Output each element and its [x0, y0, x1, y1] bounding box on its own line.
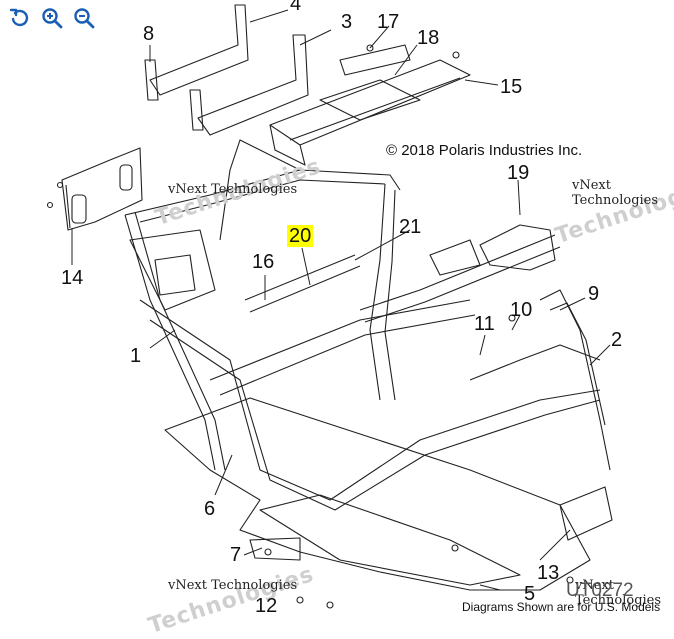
callout-12[interactable]: 12 — [255, 595, 278, 617]
callout-17[interactable]: 17 — [377, 11, 400, 33]
callout-3[interactable]: 3 — [341, 11, 353, 33]
diagram-toolbar — [8, 6, 96, 34]
watermark: vNext Technologies — [168, 578, 298, 593]
zoom-out-button[interactable] — [72, 6, 96, 30]
callout-19[interactable]: 19 — [507, 162, 530, 184]
zoom-in-icon — [42, 8, 63, 29]
callout-21[interactable]: 21 — [399, 216, 422, 238]
diagram-footnote: Diagrams Shown are for U.S. Models — [462, 600, 661, 614]
callout-14[interactable]: 14 — [61, 267, 84, 289]
callout-5[interactable]: 5 — [524, 583, 536, 605]
callout-20-highlighted[interactable]: 20 — [287, 225, 314, 247]
copyright-notice: © 2018 Polaris Industries Inc. — [386, 142, 583, 159]
diagram-code: UT0272 — [566, 580, 634, 601]
zoom-in-button[interactable] — [40, 6, 64, 30]
reset-view-button[interactable] — [8, 6, 32, 30]
callout-2[interactable]: 2 — [611, 329, 623, 351]
callout-9[interactable]: 9 — [588, 283, 600, 305]
callout-15[interactable]: 15 — [500, 76, 523, 98]
callout-16[interactable]: 16 — [252, 251, 275, 273]
zoom-out-icon — [74, 8, 95, 29]
callout-11[interactable]: 11 — [474, 313, 495, 335]
callout-4[interactable]: 4 — [290, 0, 302, 15]
frame-assembly-diagram — [46, 4, 613, 609]
watermark: vNext Technologies — [572, 178, 659, 208]
reset-view-icon — [9, 8, 29, 27]
watermark: vNext Technologies — [168, 182, 298, 197]
callout-18[interactable]: 18 — [417, 27, 440, 49]
callout-10[interactable]: 10 — [510, 299, 533, 321]
callout-7[interactable]: 7 — [230, 544, 242, 566]
callout-6[interactable]: 6 — [204, 498, 216, 520]
callout-1[interactable]: 1 — [130, 345, 142, 367]
callout-8[interactable]: 8 — [143, 23, 155, 45]
callout-13[interactable]: 13 — [537, 562, 560, 584]
watermark: vNext Technologies — [575, 578, 662, 608]
